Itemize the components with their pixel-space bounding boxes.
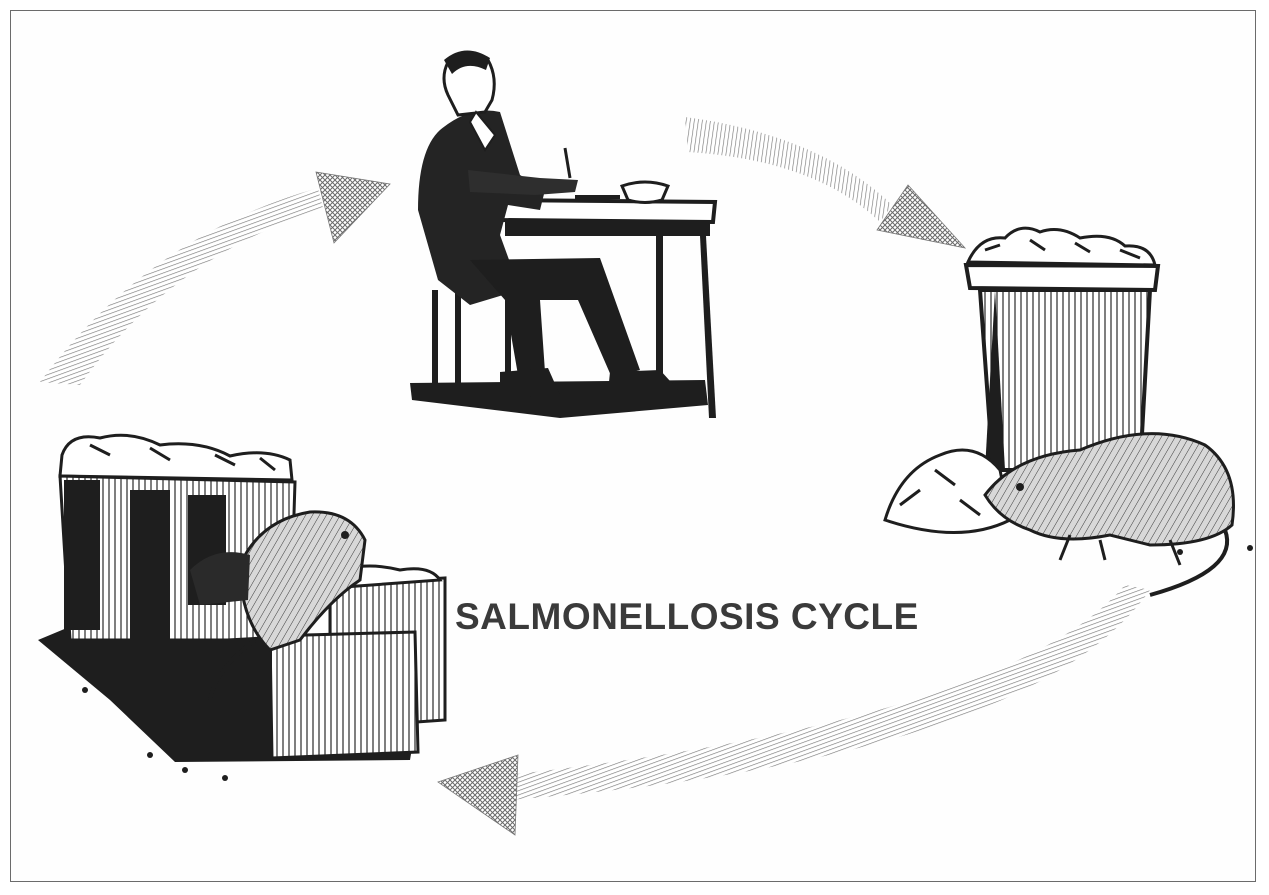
trash-can-with-rat-icon (885, 228, 1253, 595)
arrow-person-to-trash (685, 117, 965, 248)
diagram-title: SALMONELLOSIS CYCLE (455, 596, 919, 638)
man-at-table-icon (410, 50, 716, 418)
garbage-bins-with-rats-icon (38, 435, 445, 781)
arrow-boxes-to-person (40, 172, 390, 385)
